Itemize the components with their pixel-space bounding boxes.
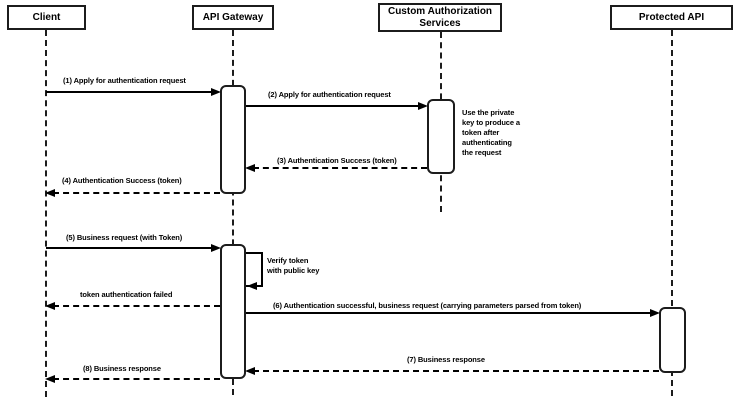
message-6-arrow [246,309,660,317]
actor-protected-api: Protected API [610,5,733,30]
actor-protected-api-label: Protected API [638,11,705,23]
message-4-arrow [45,189,220,197]
message-8-line [53,378,220,380]
message-2-arrow [246,102,428,110]
message-1-line [46,91,213,93]
activation-custom-authorization-services [427,99,455,174]
message-2-arrowhead-icon [418,102,428,110]
actor-client-label: Client [32,11,61,23]
message-7-line [253,370,659,372]
note-private-key: Use the private key to produce a token a… [462,108,521,157]
activation-api-gateway-business [220,244,246,379]
actor-api-gateway-label: API Gateway [202,11,264,23]
message-8-arrow [45,375,220,383]
message-token-failed-arrow [45,302,220,310]
message-2-line [246,105,420,107]
message-4-line [53,192,220,194]
message-8-label: (8) Business response [83,364,161,373]
message-3-arrow [245,164,427,172]
actor-client: Client [7,5,86,30]
message-2-label: (2) Apply for authentication request [268,90,391,99]
message-token-failed-arrowhead-icon [45,302,55,310]
message-5-arrow [46,244,221,252]
lifeline-api-gateway [232,30,234,395]
activation-protected-api [659,307,686,373]
message-1-arrowhead-icon [211,88,221,96]
message-5-line [46,247,213,249]
actor-api-gateway: API Gateway [192,5,274,30]
message-7-arrowhead-icon [245,367,255,375]
message-8-arrowhead-icon [45,375,55,383]
message-token-failed-label: token authentication failed [80,290,173,299]
actor-custom-authorization-services: Custom Authorization Services [378,3,502,32]
message-4-label: (4) Authentication Success (token) [62,176,182,185]
activation-api-gateway-auth [220,85,246,194]
message-6-arrowhead-icon [650,309,660,317]
message-3-line [253,167,427,169]
message-6-line [246,312,652,314]
message-5-label: (5) Business request (with Token) [66,233,183,242]
message-6-label: (6) Authentication successful, business … [273,301,582,310]
message-3-arrowhead-icon [245,164,255,172]
self-message-verify-token-label: Verify token with public key [267,256,320,275]
message-1-arrow [46,88,221,96]
message-3-label: (3) Authentication Success (token) [277,156,397,165]
message-5-arrowhead-icon [211,244,221,252]
message-4-arrowhead-icon [45,189,55,197]
lifeline-client [45,30,47,397]
message-token-failed-line [53,305,220,307]
message-7-label: (7) Business response [407,355,485,364]
self-message-arrowhead-icon [247,282,257,290]
message-7-arrow [245,367,659,375]
message-1-label: (1) Apply for authentication request [63,76,186,85]
actor-custom-authorization-services-label: Custom Authorization Services [387,6,493,29]
lifeline-protected-api [671,30,673,396]
